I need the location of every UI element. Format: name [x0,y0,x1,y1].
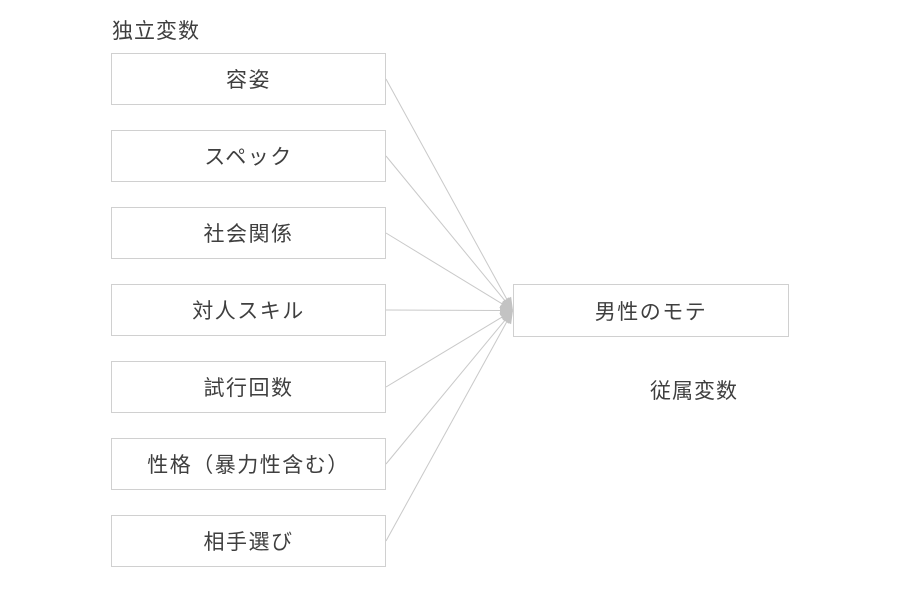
box-trial-count: 試行回数 [111,361,386,413]
box-personality: 性格（暴力性含む） [111,438,386,490]
box-spec: スペック [111,130,386,182]
independent-variables-label: 独立変数 [112,20,200,43]
arrowhead-icon [499,305,513,316]
connector-line [385,78,508,300]
box-appearance: 容姿 [111,53,386,105]
box-interpersonal-skill: 対人スキル [111,284,386,336]
connector-line [385,316,503,388]
box-male-popularity: 男性のモテ [513,284,789,337]
arrowhead-icon [500,297,513,311]
arrowhead-icon [502,310,513,325]
connector-line [385,232,503,305]
arrowhead-icon [500,310,513,324]
box-partner-choice: 相手選び [111,515,386,567]
box-social-relations: 社会関係 [111,207,386,259]
connector-line [385,321,508,542]
connector-line [385,155,506,301]
connector-line [385,320,506,465]
arrowhead-icon [499,310,513,322]
dependent-variable-label: 従属変数 [650,380,738,403]
arrowhead-icon [499,299,513,311]
arrowhead-icon [502,296,513,311]
